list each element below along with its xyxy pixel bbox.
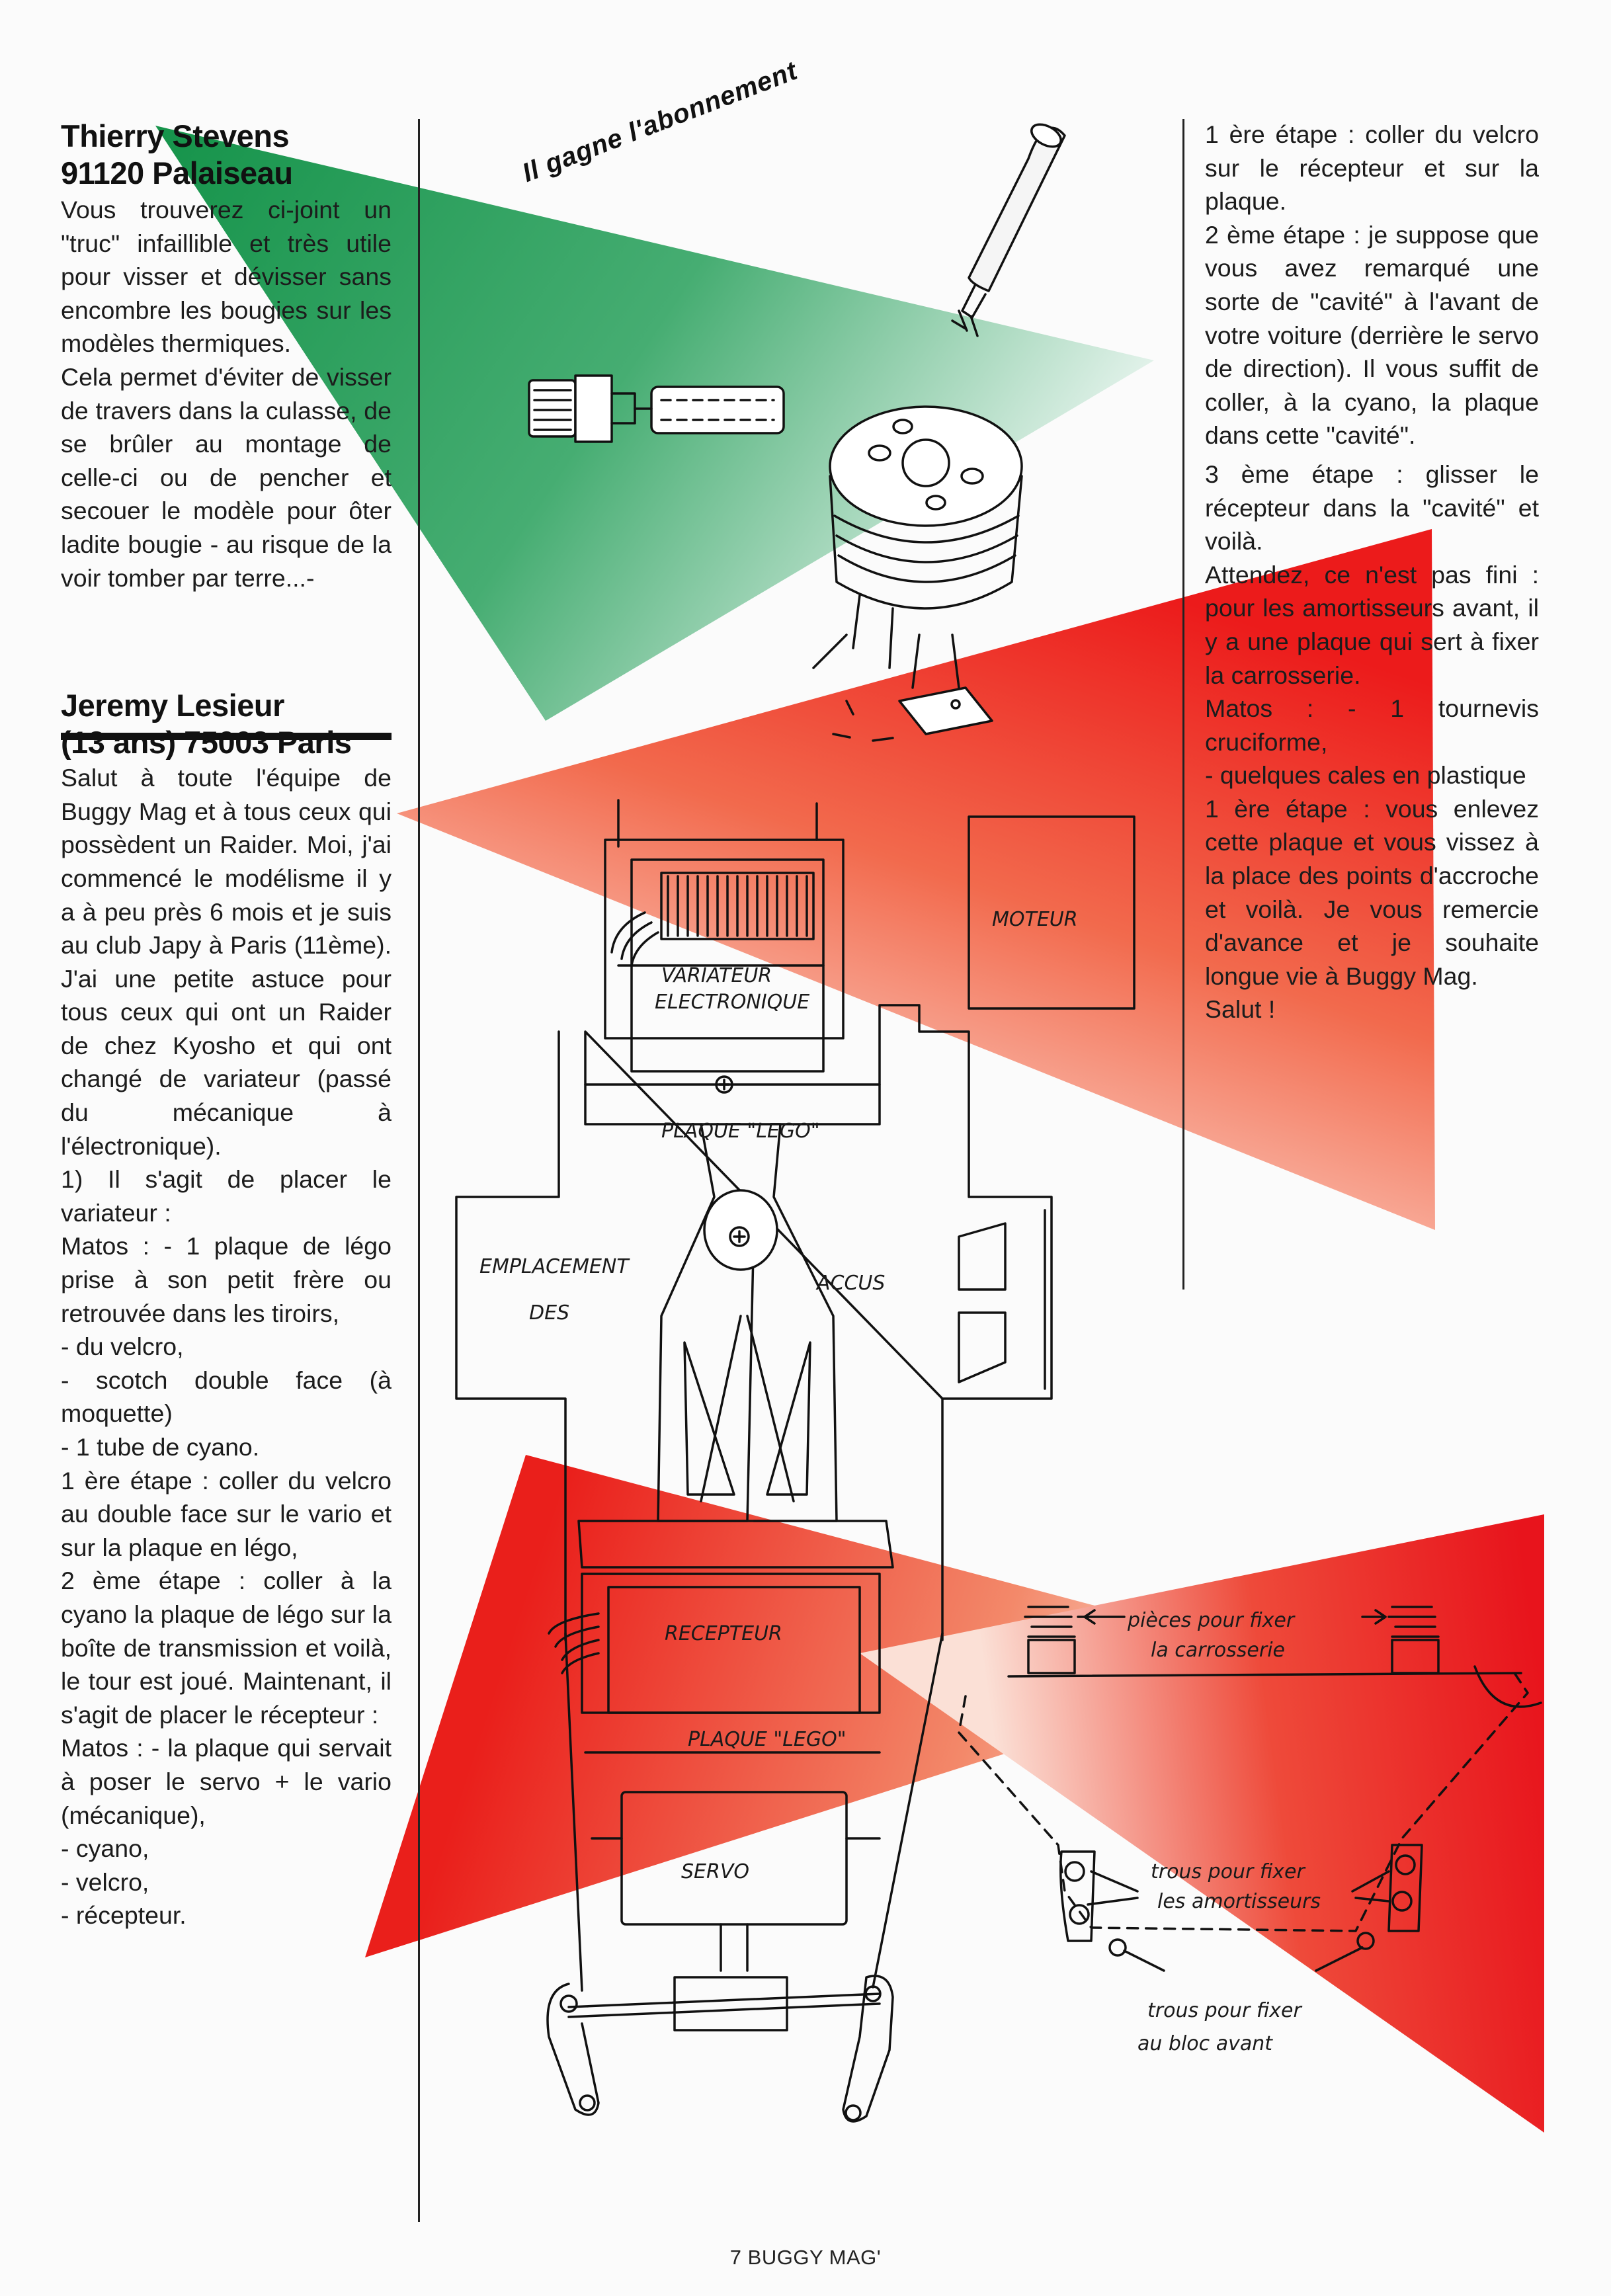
tube-icon (951, 123, 1066, 337)
label-plaque-lego-top: PLAQUE "LEGO" (661, 1120, 820, 1143)
paragraph: Matos : - la plaque qui servait à poser … (61, 1734, 392, 1829)
label-trous-amortisseurs-1: trous pour fixer (1151, 1860, 1306, 1883)
servo-horn (673, 1976, 788, 2031)
label-carrosserie: la carrosserie (1151, 1639, 1285, 1662)
paragraph: Matos : - 1 plaque de légo prise à son p… (61, 1232, 392, 1327)
chassis-sketch: MOTEUR VARIATEUR ELECTRONIQUE PLAQUE "LE… (455, 799, 1542, 2123)
paragraph: Salut ! (1205, 995, 1276, 1024)
label-trous-amortisseurs-2: les amortisseurs (1157, 1890, 1321, 1913)
author-name-stevens: Thierry Stevens 91120 Palaiseau (61, 118, 392, 192)
accu-slot (958, 1311, 1007, 1383)
chassis-labels: MOTEUR VARIATEUR ELECTRONIQUE PLAQUE "LE… (479, 908, 1321, 2055)
label-variateur: VARIATEUR (661, 964, 772, 987)
servo-box (620, 1791, 848, 1926)
label-trous-bloc-1: trous pour fixer (1147, 1999, 1303, 2022)
label-servo: SERVO (681, 1860, 749, 1883)
paragraph: Attendez, ce n'est pas fini : pour les a… (1205, 560, 1539, 689)
paragraph: 1 ère étape : coller du velcro sur le ré… (1205, 120, 1539, 216)
label-recepteur: RECEPTEUR (665, 1622, 782, 1645)
label-trous-bloc-2: au bloc avant (1137, 2032, 1273, 2055)
red-triangle-bottom-right (860, 1514, 1544, 2133)
label-electronique: ELECTRONIQUE (655, 991, 809, 1014)
author-name-line: Jeremy Lesieur (61, 688, 284, 723)
paragraph: 1 ère étape : coller du velcro au double… (61, 1466, 392, 1561)
variator-box (630, 858, 825, 1073)
paragraph: Matos : - 1 tournevis cruciforme, (1205, 694, 1539, 756)
section-divider (61, 733, 392, 740)
label-des: DES (529, 1301, 569, 1325)
author-location-line: 91120 Palaiseau (61, 155, 293, 190)
right-column: 1 ère étape : coller du velcro sur le ré… (1205, 118, 1539, 1026)
author-location-line: (13 ans) 75003 Paris (61, 725, 352, 760)
spacer (61, 594, 392, 687)
page-footer: 7 BUGGY MAG' (729, 2246, 882, 2269)
label-emplacement: EMPLACEMENT (479, 1255, 630, 1278)
label-pieces: pièces pour fixer (1127, 1609, 1296, 1632)
paragraph: 3 ème étape : glisser le récepteur dans … (1205, 460, 1539, 555)
list-item: - velcro, (61, 1867, 149, 1896)
paragraph: 2 ème étape : coller à la cyano la plaqu… (61, 1567, 392, 1729)
paragraph: 1) Il s'agit de placer le variateur : (61, 1165, 392, 1227)
spark-plug-sketch (528, 123, 1066, 742)
column-rule-right (1182, 119, 1184, 1290)
author-name-line: Thierry Stevens (61, 118, 290, 153)
column-rule-left (418, 119, 420, 2222)
label-plaque-lego-bottom: PLAQUE "LEGO" (688, 1728, 847, 1751)
paragraph: 1 ère étape : vous enlevez cette plaque … (1205, 794, 1539, 990)
label-moteur: MOTEUR (992, 908, 1078, 931)
cylinder-head-icon (812, 405, 1023, 742)
red-triangle-large (397, 529, 1435, 1230)
list-item: - 1 tube de cyano. (61, 1433, 260, 1461)
motor-box (968, 815, 1136, 1010)
paragraph: Salut à toute l'équipe de Buggy Mag et à… (61, 764, 392, 1160)
label-accus: ACCUS (815, 1272, 885, 1295)
list-item: - récepteur. (61, 1901, 186, 1930)
accu-slot (958, 1222, 1007, 1291)
stevens-body-text: Vous trouverez ci-joint un "truc" infail… (61, 196, 392, 592)
author-name-lesieur: Jeremy Lesieur (13 ans) 75003 Paris (61, 687, 392, 761)
lesieur-body-left: Salut à toute l'équipe de Buggy Mag et à… (61, 761, 392, 1932)
list-item: - du velcro, (61, 1332, 184, 1361)
list-item: - scotch double face (à moquette) (61, 1366, 392, 1428)
spark-plug-icon (528, 374, 785, 443)
red-triangle-bottom-left (365, 1455, 1300, 1957)
paragraph: 2 ème étape : je suppose que vous avez r… (1205, 220, 1539, 450)
left-column: Thierry Stevens 91120 Palaiseau Vous tro… (61, 118, 392, 1932)
heatsink (660, 872, 815, 940)
paragraph: - quelques cales en plastique (1205, 761, 1526, 790)
list-item: - cyano, (61, 1834, 149, 1863)
